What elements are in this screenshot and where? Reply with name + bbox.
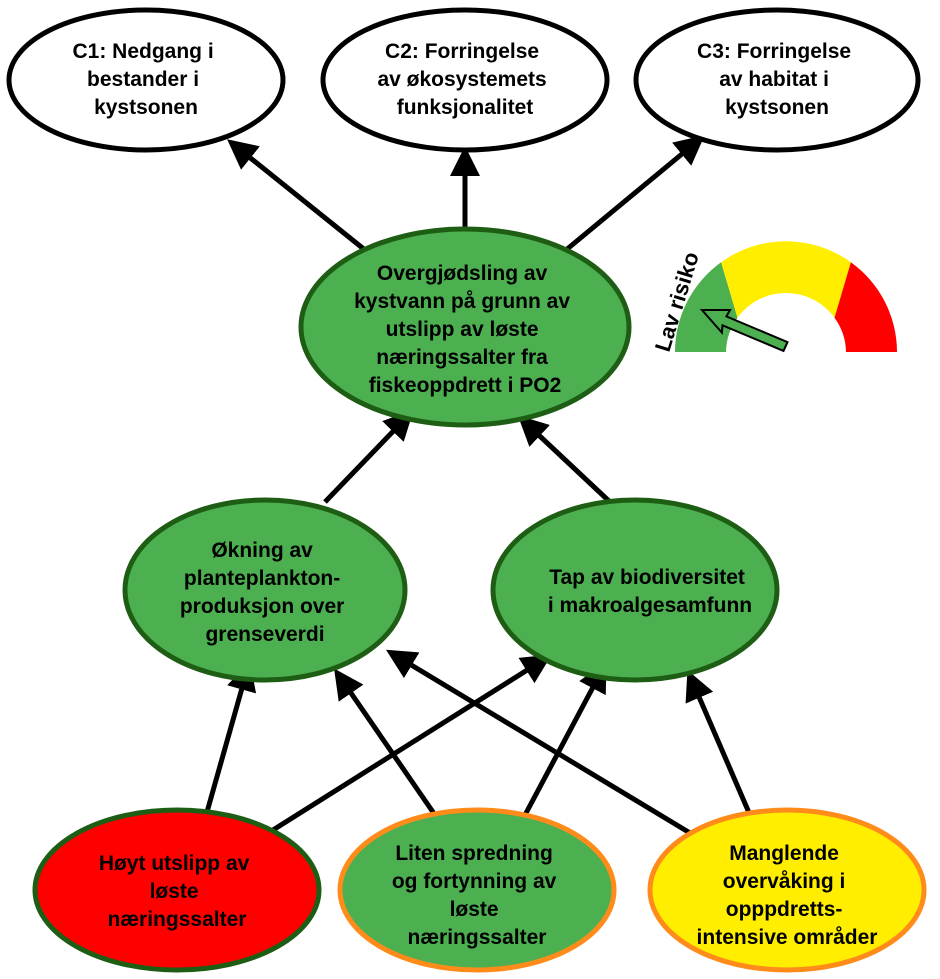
effect-phytoplankton-shape [122, 497, 408, 683]
central-effect: Overgjødsling av kystvann på grunn av ut… [298, 226, 632, 428]
driver-low-dispersion-label: Liten spredning og fortynning av løste n… [392, 842, 562, 949]
arrow-high-emission-to-phytoplankton [204, 660, 257, 813]
arrow-macroalgae-to-central [517, 415, 612, 504]
connectors [204, 135, 753, 836]
effect-macroalgae-label: Tap av biodiversitet i makroalgesamfunn [548, 566, 752, 617]
outcome-c3: C3: Forringelse av habitat i kystsonen [633, 7, 921, 153]
outcome-c3-shape [633, 7, 921, 153]
central-effect-label: Overgjødsling av kystvann på grunn av ut… [354, 262, 576, 397]
arrow-low-dispersion-to-phytoplankton [334, 668, 438, 817]
outcome-c3-label: C3: Forringelse av habitat i kystsonen [697, 40, 857, 119]
effect-macroalgae-shape [490, 497, 780, 683]
outcome-c1: C1: Nedgang i bestander i kystsonen [6, 7, 286, 153]
arrow-low-dispersion-to-macroalgae [522, 661, 607, 817]
effect-macroalgae: Tap av biodiversitet i makroalgesamfunn [490, 497, 780, 683]
driver-high-emission-label: Høyt utslipp av løste næringssalter [99, 852, 255, 931]
driver-low-dispersion-shape [337, 807, 617, 973]
outcome-c2-label: C2: Forringelse av økosystemets funksjon… [377, 40, 552, 119]
effect-phytoplankton: Økning av planteplankton- produksjon ove… [122, 497, 408, 683]
driver-missing-monitoring-label: Manglende overvåking i opppdretts- inten… [697, 842, 878, 949]
driver-high-emission-shape [32, 807, 322, 973]
arrow-high-emission-to-macroalgae [271, 654, 552, 833]
outcome-c2: C2: Forringelse av økosystemets funksjon… [320, 7, 610, 153]
arrow-central-to-c1 [227, 139, 367, 252]
risk-gauge-yellow-segment [721, 241, 851, 318]
risk-gauge-pointer [699, 309, 789, 353]
arrow-monitoring-to-macroalgae [685, 670, 753, 816]
outcome-c2-shape [320, 7, 610, 153]
outcome-c1-shape [6, 7, 286, 153]
driver-high-emission: Høyt utslipp av løste næringssalter [32, 807, 322, 973]
risk-gauge: Lav risiko [650, 241, 897, 354]
driver-low-dispersion: Liten spredning og fortynning av løste n… [337, 807, 617, 973]
arrow-monitoring-to-phytoplankton [386, 649, 692, 836]
effect-phytoplankton-label: Økning av planteplankton- produksjon ove… [180, 539, 350, 646]
outcome-c1-label: C1: Nedgang i bestander i kystsonen [72, 40, 219, 119]
driver-missing-monitoring-shape [647, 807, 927, 973]
central-effect-shape [298, 226, 632, 428]
arrow-phytoplankton-to-central [323, 409, 414, 504]
driver-missing-monitoring: Manglende overvåking i opppdretts- inten… [647, 807, 927, 973]
arrow-central-to-c3 [564, 135, 705, 252]
risk-gauge-red-segment [834, 262, 897, 352]
